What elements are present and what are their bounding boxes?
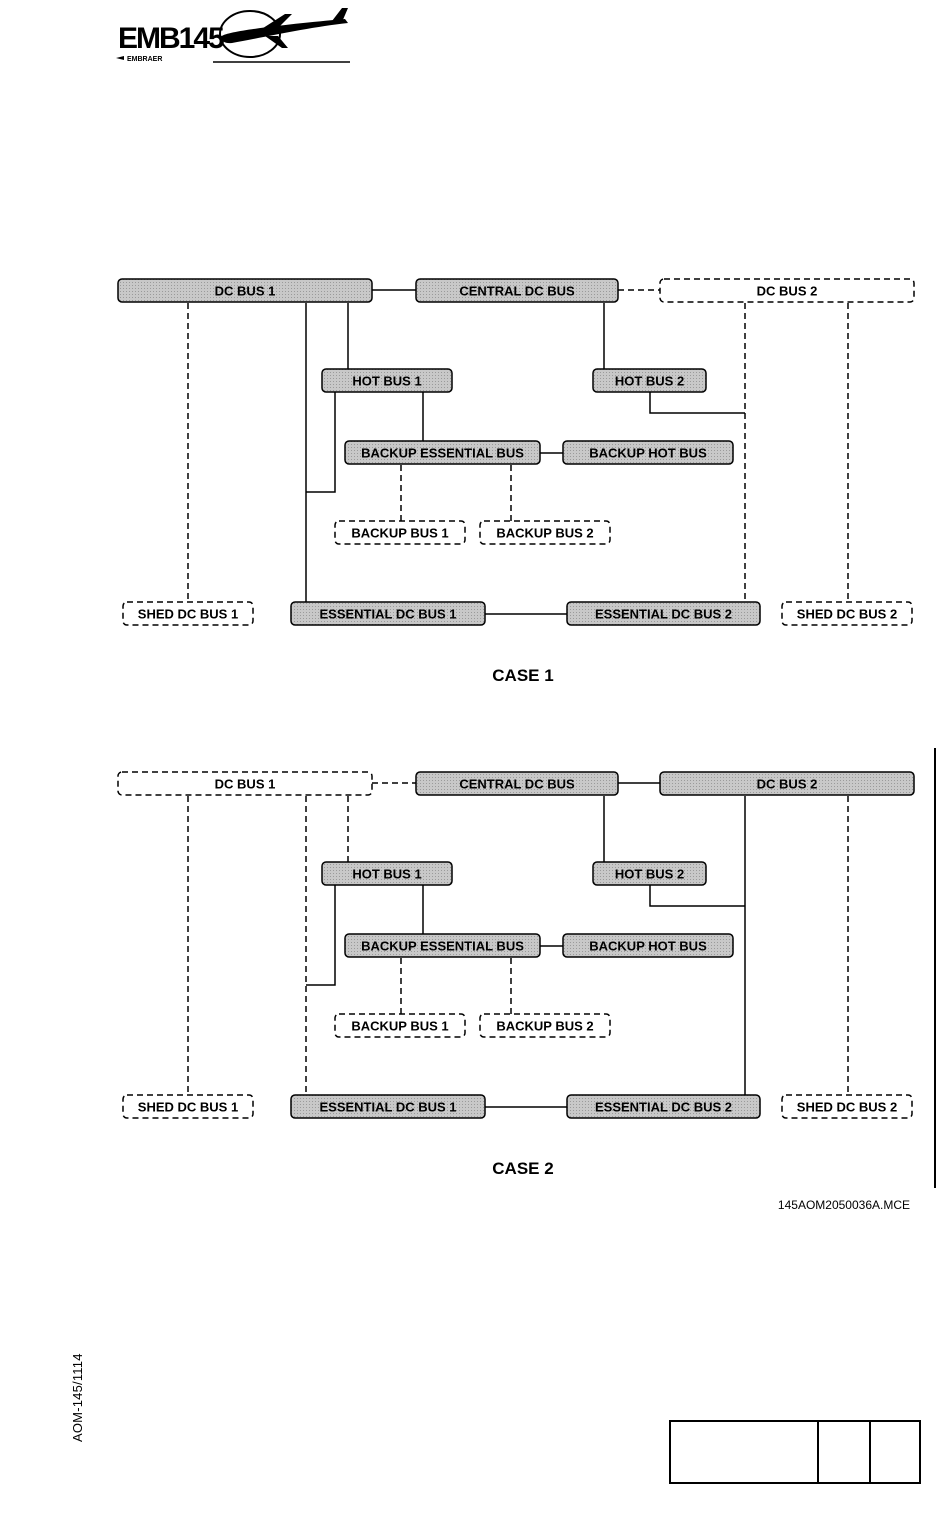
backup-bus-2-label: BACKUP BUS 2 (496, 526, 593, 541)
page-box-cell (819, 1422, 871, 1482)
embraer-emb145-logo: EMB145 EMBRAER (116, 8, 350, 63)
link-hot2-ess2 (649, 392, 745, 414)
hot-bus-2-label: HOT BUS 2 (615, 374, 684, 389)
dc-bus-1-box (117, 278, 373, 303)
case-caption: CASE 1 (492, 666, 553, 685)
dc-bus-2-box (659, 771, 915, 796)
logo-model-text: EMB145 (118, 22, 224, 55)
revision-bar (934, 748, 936, 1188)
hot-bus-1-box (321, 368, 453, 393)
dc-bus-1-label: DC BUS 1 (215, 284, 276, 299)
shed-dc-bus-2-label: SHED DC BUS 2 (797, 1100, 897, 1115)
dc-bus-2-label: DC BUS 2 (757, 284, 818, 299)
central-dc-bus-box (415, 771, 619, 796)
hot-bus-2-box (592, 368, 707, 393)
link-hot1-ess1 (306, 885, 336, 986)
essential-dc-bus-1-label: ESSENTIAL DC BUS 1 (319, 1100, 456, 1115)
dc-bus-1-label: DC BUS 1 (215, 777, 276, 792)
embraer-arrow-icon (116, 56, 124, 60)
backup-bus-1-box (334, 520, 466, 545)
logo-ring (219, 10, 281, 58)
aircraft-icon (221, 8, 348, 48)
backup-hot-bus-label: BACKUP HOT BUS (589, 446, 707, 461)
logo-brand-text: EMBRAER (127, 56, 162, 63)
doc-reference: AOM-145/1114 (70, 1340, 90, 1450)
essential-dc-bus-2-box (566, 601, 761, 626)
dc-bus-1-box (117, 771, 373, 796)
shed-dc-bus-1-box (122, 1094, 254, 1119)
backup-hot-bus-box (562, 933, 734, 958)
essential-dc-bus-1-box (290, 601, 486, 626)
hot-bus-2-box (592, 861, 707, 886)
shed-dc-bus-1-label: SHED DC BUS 1 (138, 1100, 238, 1115)
central-dc-bus-box (415, 278, 619, 303)
essential-dc-bus-1-label: ESSENTIAL DC BUS 1 (319, 607, 456, 622)
backup-bus-1-box (334, 1013, 466, 1038)
backup-essential-bus-label: BACKUP ESSENTIAL BUS (361, 446, 524, 461)
essential-dc-bus-1-box (290, 1094, 486, 1119)
backup-bus-2-box (479, 1013, 611, 1038)
essential-dc-bus-2-label: ESSENTIAL DC BUS 2 (595, 607, 732, 622)
doc-reference-text: AOM-145/1114 (70, 1353, 85, 1442)
shed-dc-bus-1-label: SHED DC BUS 1 (138, 607, 238, 622)
hot-bus-1-box (321, 861, 453, 886)
backup-bus-1-label: BACKUP BUS 1 (351, 1019, 448, 1034)
page-box-cell (871, 1422, 919, 1482)
page-box-cell (671, 1422, 819, 1482)
figure-id: 145AOM2050036A.MCE (778, 1198, 910, 1212)
hot-bus-2-label: HOT BUS 2 (615, 867, 684, 882)
essential-dc-bus-2-box (566, 1094, 761, 1119)
backup-essential-bus-box (344, 933, 541, 958)
backup-bus-2-box (479, 520, 611, 545)
shed-dc-bus-1-box (122, 601, 254, 626)
dc-bus-2-label: DC BUS 2 (757, 777, 818, 792)
backup-essential-bus-label: BACKUP ESSENTIAL BUS (361, 939, 524, 954)
hot-bus-1-label: HOT BUS 1 (352, 374, 421, 389)
page-identification-box (669, 1420, 921, 1484)
backup-bus-2-label: BACKUP BUS 2 (496, 1019, 593, 1034)
link-hot1-ess1 (306, 392, 336, 493)
shed-dc-bus-2-label: SHED DC BUS 2 (797, 607, 897, 622)
shed-dc-bus-2-box (781, 601, 913, 626)
backup-hot-bus-label: BACKUP HOT BUS (589, 939, 707, 954)
essential-dc-bus-2-label: ESSENTIAL DC BUS 2 (595, 1100, 732, 1115)
central-dc-bus-label: CENTRAL DC BUS (459, 777, 575, 792)
case-caption: CASE 2 (492, 1159, 553, 1178)
link-hot2-ess2 (649, 885, 745, 907)
central-dc-bus-label: CENTRAL DC BUS (459, 284, 575, 299)
dc-bus-2-box (659, 278, 915, 303)
backup-essential-bus-box (344, 440, 541, 465)
hot-bus-1-label: HOT BUS 1 (352, 867, 421, 882)
shed-dc-bus-2-box (781, 1094, 913, 1119)
backup-bus-1-label: BACKUP BUS 1 (351, 526, 448, 541)
backup-hot-bus-box (562, 440, 734, 465)
